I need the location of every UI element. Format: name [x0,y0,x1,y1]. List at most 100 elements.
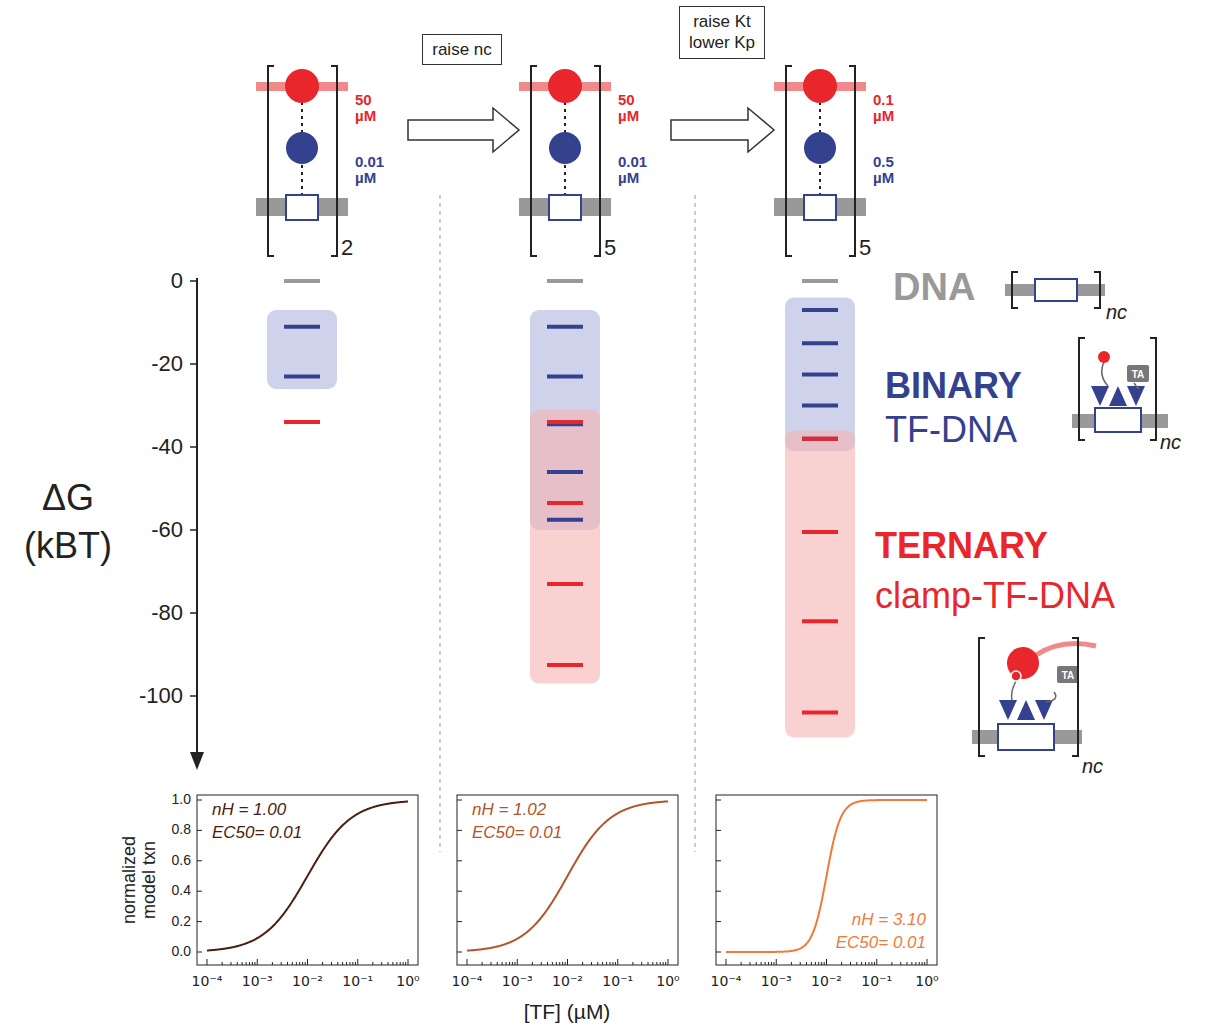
x-minor-tick [252,962,253,965]
dashed-separator [439,195,440,852]
x-minor-tick [874,962,875,965]
x-minor-tick [818,962,819,965]
x-minor-tick [552,962,553,965]
x-minor-tick [512,962,513,965]
bracket [979,638,1078,756]
x-minor-tick [352,962,353,965]
x-minor-tick [648,962,649,965]
x-tick [567,959,568,965]
y-tick [716,921,721,922]
x-minor-tick [490,962,491,965]
axis-title: normalized model txn [120,821,160,939]
state-label: nc [1160,431,1181,453]
y-tick [457,921,462,922]
x-minor-tick [922,962,923,965]
y-tick [197,830,202,831]
concentration-label: 0.5 µM [873,154,913,186]
x-minor-tick [865,962,866,965]
tf-domain [1109,386,1127,406]
energy-tick-label: -20 [151,352,183,376]
x-minor-tick [749,962,750,965]
x-minor-tick [915,962,916,965]
energy-level [802,619,838,623]
response-curve [726,800,927,952]
x-tick [467,959,468,965]
response-curve [207,802,408,951]
x-minor-tick [400,962,401,965]
state-label: nc [1082,755,1103,777]
response-plot [457,795,678,965]
energy-level [547,420,583,424]
energy-level [284,374,320,378]
y-tick [716,891,721,892]
energy-level [284,279,320,283]
x-minor-tick [532,962,533,965]
x-tick [207,959,208,965]
energy-level [284,325,320,329]
x-minor-tick [582,962,583,965]
x-minor-tick [907,962,908,965]
fit-annotation: EC50= 0.01 [836,934,926,953]
x-minor-tick [761,962,762,965]
fit-annotation: nH = 3.10 [852,911,926,930]
tf-circle [286,132,318,164]
tf-domain [999,700,1017,720]
x-minor-tick [272,962,273,965]
linker [1134,383,1139,389]
plot-frame [457,795,678,965]
x-minor-tick [660,962,661,965]
construct-icon: 0.1 µM0.5 µM5 [780,62,920,262]
y-tick [197,891,202,892]
response-curve [467,801,668,950]
x-minor-tick [355,962,356,965]
state-label: nc [1106,301,1127,323]
dashed-separator [694,195,695,852]
clamp-circle [548,69,582,103]
step-text: lower Kp [689,32,755,53]
separators [440,195,695,852]
y-tick [457,891,462,892]
y-tick-label: 1.0 [172,792,191,807]
fit-annotation: EC50= 0.01 [212,824,302,843]
x-tick-label: 10⁻¹ [342,974,373,989]
x-minor-tick [541,962,542,965]
x-tick [257,959,258,965]
x-tick [357,959,358,965]
x-minor-tick [768,962,769,965]
x-minor-tick [771,962,772,965]
energy-level [802,437,838,441]
step-box: raise nc [422,34,502,65]
x-minor-tick [254,962,255,965]
x-minor-tick [396,962,397,965]
x-minor-tick [856,962,857,965]
x-tick [408,959,409,965]
x-minor-tick [773,962,774,965]
x-minor-tick [565,962,566,965]
clamp-circle [285,69,319,103]
dna-icon [1005,272,1105,308]
axis-tick [190,529,197,531]
state-label: TA [1062,670,1075,681]
tf-circle [549,132,581,164]
state-label: TERNARY [875,526,1048,566]
copy-number: 5 [604,236,634,259]
x-minor-tick [506,962,507,965]
fit-annotation: EC50= 0.01 [472,824,562,843]
tf-domain [1127,386,1145,406]
axis-tick [190,280,197,282]
x-minor-tick [403,962,404,965]
step-box: raise Ktlower Kp [679,6,765,59]
site-box [1095,408,1141,432]
x-minor-tick [562,962,563,965]
axis-tick [190,446,197,448]
x-tick-label: 10⁰ [915,974,938,989]
energy-level [547,582,583,586]
step-text: raise Kt [689,11,755,32]
x-tick [307,959,308,965]
y-tick [197,860,202,861]
x-minor-tick [868,962,869,965]
x-minor-tick [824,962,825,965]
bracket [268,66,337,256]
x-minor-tick [609,962,610,965]
energy-level [547,325,583,329]
